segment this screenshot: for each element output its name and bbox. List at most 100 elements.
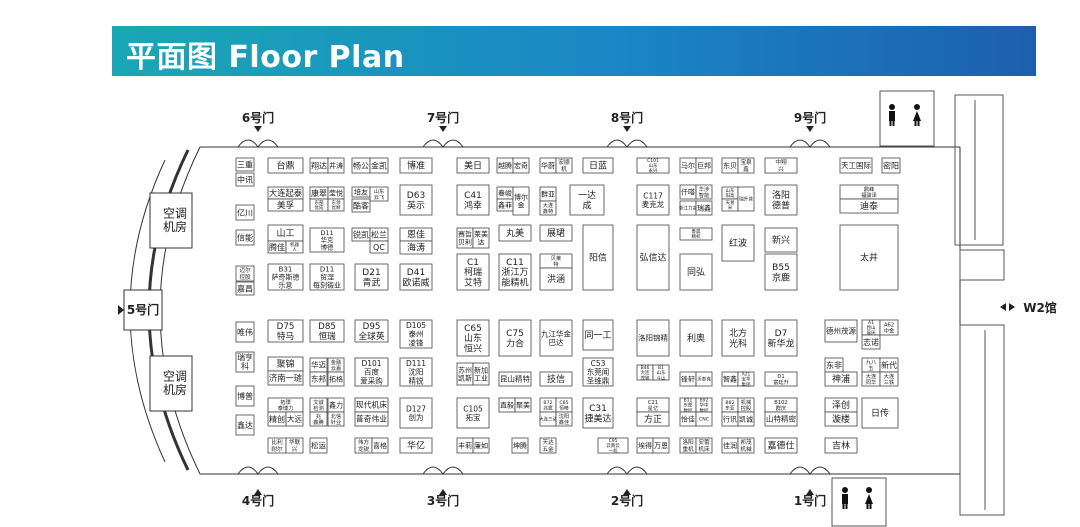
- booth[interactable]: 精创: [267, 411, 287, 427]
- booth[interactable]: 九八五: [861, 357, 881, 373]
- booth[interactable]: 东非: [824, 357, 844, 373]
- booth[interactable]: 神浦: [824, 371, 858, 387]
- booth[interactable]: 方正: [636, 411, 670, 427]
- gate-bottom-1[interactable]: 3号门: [422, 466, 464, 508]
- booth[interactable]: 北方光科: [721, 319, 755, 357]
- booth[interactable]: 东贝: [721, 157, 739, 174]
- gate-top-3[interactable]: 9号门: [789, 110, 831, 148]
- booth[interactable]: 聚美: [514, 397, 532, 413]
- booth[interactable]: 大远: [285, 411, 304, 427]
- booth[interactable]: 金融云嘉: [327, 357, 345, 373]
- booth[interactable]: 比利耐尔: [267, 437, 287, 454]
- booth[interactable]: 松兰: [369, 227, 389, 242]
- booth[interactable]: 莹悦: [327, 186, 345, 200]
- booth[interactable]: 东领优顾: [327, 198, 345, 212]
- gate-right[interactable]: W2馆: [1000, 300, 1057, 315]
- booth[interactable]: 丸美: [498, 224, 532, 242]
- booth[interactable]: 仟嗒: [679, 184, 697, 200]
- booth[interactable]: 红波: [721, 224, 755, 262]
- booth[interactable]: 嘉昌: [235, 281, 255, 296]
- booth[interactable]: 美日: [456, 157, 490, 174]
- gate-top-2[interactable]: 8号门: [606, 110, 648, 148]
- booth[interactable]: CNC: [695, 411, 713, 427]
- booth[interactable]: 华蔚: [539, 157, 557, 174]
- booth[interactable]: 凯诚: [737, 411, 755, 427]
- booth[interactable]: 机械控股: [737, 397, 755, 413]
- booth[interactable]: 华迈: [309, 357, 328, 373]
- booth[interactable]: 直毅: [498, 397, 516, 413]
- booth[interactable]: 怡佳: [679, 411, 697, 427]
- booth[interactable]: 巨邦: [695, 157, 713, 174]
- booth[interactable]: 密阳: [881, 157, 901, 174]
- booth[interactable]: 康翠: [309, 186, 329, 200]
- booth[interactable]: 现代机床: [354, 397, 389, 413]
- booth[interactable]: 沈阳鑫佳: [555, 411, 573, 427]
- booth[interactable]: 廉如: [472, 437, 490, 454]
- gate-bottom-0[interactable]: 4号门: [237, 466, 279, 508]
- booth[interactable]: 展珺: [539, 224, 573, 242]
- booth[interactable]: 畅公: [351, 157, 371, 174]
- booth[interactable]: 美孚: [267, 198, 304, 212]
- booth[interactable]: 博普: [235, 385, 255, 407]
- booth[interactable]: 济南一琏: [267, 370, 304, 386]
- gate-bottom-2[interactable]: 2号门: [606, 466, 648, 508]
- booth[interactable]: 酷客: [351, 198, 371, 213]
- booth[interactable]: 北信针业: [327, 411, 345, 427]
- booth[interactable]: 万恩: [652, 437, 670, 454]
- booth[interactable]: 群亚: [539, 186, 557, 202]
- booth[interactable]: 大连三弘: [539, 411, 557, 427]
- booth[interactable]: 东部优成: [309, 198, 329, 212]
- booth[interactable]: 瑞亨科: [235, 351, 255, 373]
- booth[interactable]: 鲁晨精机: [679, 227, 713, 241]
- booth[interactable]: 松运: [309, 437, 328, 454]
- booth[interactable]: 阳信: [582, 224, 614, 291]
- booth[interactable]: 天工国际: [839, 157, 873, 174]
- booth[interactable]: 莱美达: [472, 227, 490, 249]
- booth[interactable]: 翔达: [309, 157, 329, 174]
- booth[interactable]: 日蓝: [582, 157, 614, 174]
- booth[interactable]: 宏顺机: [555, 157, 573, 174]
- booth[interactable]: 马尔: [679, 157, 697, 174]
- booth[interactable]: 宝泉鑫: [737, 157, 755, 174]
- booth[interactable]: 锐凯: [351, 227, 371, 242]
- booth[interactable]: 恩佳: [399, 227, 433, 242]
- booth[interactable]: 中讯: [235, 172, 255, 187]
- booth[interactable]: 贝莱特: [539, 253, 573, 269]
- booth[interactable]: 沃泰克: [695, 371, 713, 387]
- booth[interactable]: 海涛: [399, 240, 433, 255]
- booth[interactable]: 金凯: [369, 157, 389, 174]
- gate-top-0[interactable]: 6号门: [237, 110, 279, 148]
- booth[interactable]: 华涉智能: [695, 184, 713, 200]
- booth[interactable]: 拓璞泰博力: [267, 397, 304, 413]
- booth[interactable]: 华联兴: [285, 437, 304, 454]
- booth[interactable]: 拓格: [327, 371, 345, 387]
- booth[interactable]: 山工: [267, 224, 304, 242]
- booth[interactable]: 山特精密: [764, 411, 798, 427]
- booth[interactable]: 大连三铁: [879, 371, 899, 387]
- booth[interactable]: 鼎峰福骏泽: [839, 184, 899, 200]
- booth[interactable]: 泽创: [824, 397, 858, 413]
